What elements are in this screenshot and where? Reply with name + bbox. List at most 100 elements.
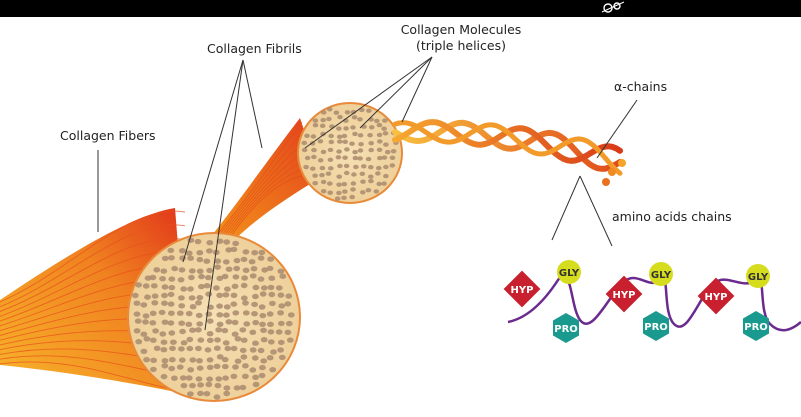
fibril-dot <box>178 303 186 309</box>
fibril-dot <box>187 391 194 397</box>
fibril-dot <box>234 336 242 342</box>
fibril-dot <box>197 382 205 388</box>
fibril-dot <box>231 331 239 337</box>
fibril-dot <box>230 345 238 352</box>
fibril-dot <box>178 320 186 326</box>
fibril-dot <box>224 345 232 352</box>
fibril-dot <box>160 373 168 380</box>
fibril-dot <box>285 293 293 299</box>
fibril-dot <box>203 283 211 289</box>
fibril-dot <box>260 327 267 333</box>
fibril-dot <box>257 255 265 261</box>
fibril-dot <box>144 294 151 300</box>
fibril-dot <box>179 375 187 381</box>
fibril-dot <box>286 337 294 343</box>
fibril-dot <box>278 303 286 309</box>
fibril-dot <box>180 340 188 346</box>
fibril-dot <box>311 147 317 153</box>
fibril-dot <box>374 118 380 124</box>
fibril-dot <box>365 156 372 162</box>
fibril-dot <box>327 157 334 162</box>
fibril-dot <box>335 155 342 160</box>
fibril-dot <box>149 320 157 326</box>
fibril-dot <box>336 182 342 187</box>
fibril-dot <box>231 319 239 326</box>
fibril-dot <box>167 301 175 307</box>
fibril-dot <box>168 310 175 316</box>
gly-residue <box>557 260 581 284</box>
fibril-dot <box>178 357 186 363</box>
fibril-dot <box>341 195 347 200</box>
fibril-dot <box>368 147 375 153</box>
fibril-dot <box>225 247 233 253</box>
fibril-dot <box>350 109 357 115</box>
fibril-dot <box>252 293 259 300</box>
fibril-dot <box>258 304 266 310</box>
fibril-dot <box>259 364 266 371</box>
fibril-dot <box>317 158 324 163</box>
fibril-dot <box>225 319 233 325</box>
fibril-dot <box>259 321 266 327</box>
fibril-dot <box>206 318 214 324</box>
fibril-dot <box>196 256 204 263</box>
fibril-dot <box>389 155 396 160</box>
fibril-dot <box>267 339 275 345</box>
fibril-dot <box>222 292 230 298</box>
fibril-dot <box>177 277 185 283</box>
fibril-dot <box>223 385 231 391</box>
fibril-dot <box>328 133 335 139</box>
fibril-dot <box>196 250 204 256</box>
fibril-dot <box>167 320 175 326</box>
fibril-dot <box>221 356 229 363</box>
hyp-residue <box>605 275 643 313</box>
fibril-dot <box>133 328 141 334</box>
fibril-dot <box>176 310 184 316</box>
fibril-dot <box>206 331 214 337</box>
fibril-dot <box>267 321 274 327</box>
fibril-dot <box>167 291 175 298</box>
fibril-dot <box>344 147 350 152</box>
fibril-dot <box>188 268 196 274</box>
fibril-dot <box>349 141 355 146</box>
fibril-dot <box>327 147 334 153</box>
fibril-dot <box>233 385 241 391</box>
fibril-dot <box>133 300 141 306</box>
fibril-dot <box>225 266 233 272</box>
fibril-dot <box>266 265 274 272</box>
fibril-dot <box>304 155 311 161</box>
fibril-dot <box>197 390 204 397</box>
fiber-streak <box>0 238 186 312</box>
fibril-dot <box>361 164 367 169</box>
fibril-dot <box>213 345 221 351</box>
fibril-dot <box>171 265 179 272</box>
helix-end <box>618 159 626 167</box>
fibril-dot <box>196 294 204 301</box>
fibril-dot <box>357 117 363 122</box>
fibril-dot <box>351 115 358 120</box>
fibril-dot <box>142 319 149 325</box>
fibril-dot <box>142 283 150 289</box>
fibril-dot <box>242 363 249 369</box>
fibril-dot <box>259 291 267 297</box>
fibril-dot <box>257 347 265 354</box>
label-collagen-molecules: Collagen Molecules <box>401 22 522 37</box>
fibril-dot <box>382 131 389 136</box>
pointer-lines <box>97 56 638 331</box>
fibril-dot <box>150 283 158 289</box>
fibril-dot <box>189 327 196 333</box>
fibril-dot <box>284 301 292 307</box>
fibril-dot <box>232 364 239 370</box>
fibril-dot <box>215 327 223 333</box>
fibril-dot <box>195 300 202 306</box>
fibril-dot <box>312 181 319 186</box>
fibril-dot <box>197 337 205 343</box>
fibril-dot <box>309 141 316 146</box>
fibril-dot <box>178 267 186 273</box>
fibril-dot <box>234 358 242 364</box>
fibril-dot <box>196 365 204 371</box>
fibril-dot <box>350 125 356 130</box>
fibril-dot <box>216 303 224 309</box>
fibril-dot <box>368 174 374 179</box>
fibril-dot <box>242 267 250 273</box>
